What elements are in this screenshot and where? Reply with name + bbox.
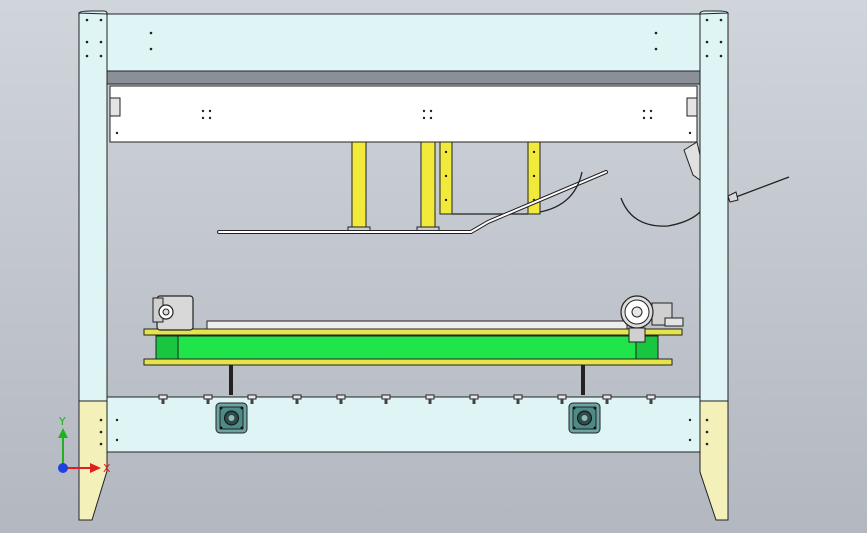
right-cable bbox=[620, 141, 790, 227]
upper-beam-bracket-left bbox=[109, 97, 121, 117]
top-crossbeam-face bbox=[106, 13, 701, 72]
conveyor-assembly bbox=[143, 320, 683, 395]
lower-crossbeam bbox=[106, 394, 701, 453]
bolt-6 bbox=[381, 394, 391, 404]
hanger-left bbox=[351, 141, 367, 231]
bolt-7 bbox=[425, 394, 435, 404]
upper-beam-holes bbox=[115, 109, 692, 135]
guide-rod-path bbox=[217, 170, 608, 234]
conveyor-belt bbox=[155, 335, 659, 361]
top-crossbeam-holes bbox=[149, 31, 658, 51]
mount-post-left bbox=[229, 365, 233, 395]
cable-arc bbox=[539, 171, 583, 213]
bolt-10 bbox=[557, 394, 567, 404]
left-gear-motor bbox=[152, 295, 194, 331]
top-crossbeam bbox=[106, 13, 701, 85]
cable-loop bbox=[620, 197, 701, 227]
bolt-12 bbox=[646, 394, 656, 404]
y-axis-label: Y bbox=[58, 415, 66, 428]
left-column-cap bbox=[78, 10, 108, 15]
hanger-rail-a bbox=[439, 141, 453, 215]
coordinate-triad[interactable]: Y X bbox=[58, 415, 111, 475]
bolt-11 bbox=[602, 394, 612, 404]
left-foot bbox=[78, 400, 108, 521]
y-axis-arrow-icon bbox=[58, 428, 68, 468]
bolt-2 bbox=[203, 394, 213, 404]
right-column bbox=[699, 10, 729, 521]
bolt-4 bbox=[292, 394, 302, 404]
hanger-holes bbox=[444, 150, 536, 202]
flange-bearing-left bbox=[215, 402, 248, 434]
cable-tail bbox=[727, 176, 790, 201]
right-column-holes bbox=[705, 18, 723, 446]
left-column-post bbox=[78, 12, 108, 402]
upper-mounting-beam bbox=[109, 85, 698, 143]
conveyor-top-plate bbox=[143, 328, 683, 336]
right-column-post bbox=[699, 12, 729, 402]
bolt-8 bbox=[469, 394, 479, 404]
conveyor-bottom-plate bbox=[143, 358, 673, 366]
bolt-3 bbox=[247, 394, 257, 404]
belt-roller-left bbox=[155, 335, 179, 361]
angle-bracket bbox=[683, 141, 701, 181]
upper-beam-bracket-right bbox=[686, 97, 698, 117]
flange-bearing-right bbox=[568, 402, 601, 434]
left-column-holes bbox=[85, 18, 103, 446]
bolt-5 bbox=[336, 394, 346, 404]
lower-crossbeam-holes bbox=[115, 418, 692, 442]
conveyor-rail bbox=[206, 320, 628, 330]
right-drive-motor bbox=[620, 295, 684, 343]
bolt-9 bbox=[513, 394, 523, 404]
right-column-cap bbox=[699, 10, 729, 15]
z-axis-dot-icon bbox=[58, 463, 68, 473]
mount-post-right bbox=[581, 365, 585, 395]
upper-beam-face bbox=[109, 85, 698, 143]
left-column bbox=[78, 10, 108, 521]
right-foot bbox=[699, 400, 729, 521]
hanging-brackets bbox=[347, 141, 541, 234]
hanger-middle bbox=[420, 141, 436, 231]
bolt-row bbox=[158, 394, 656, 404]
guide-rod bbox=[217, 170, 608, 234]
x-axis-label: X bbox=[103, 462, 111, 475]
bolt-1 bbox=[158, 394, 168, 404]
top-crossbeam-shadow bbox=[106, 70, 701, 85]
hanger-rail-b bbox=[527, 141, 541, 215]
lower-crossbeam-face bbox=[106, 396, 701, 453]
